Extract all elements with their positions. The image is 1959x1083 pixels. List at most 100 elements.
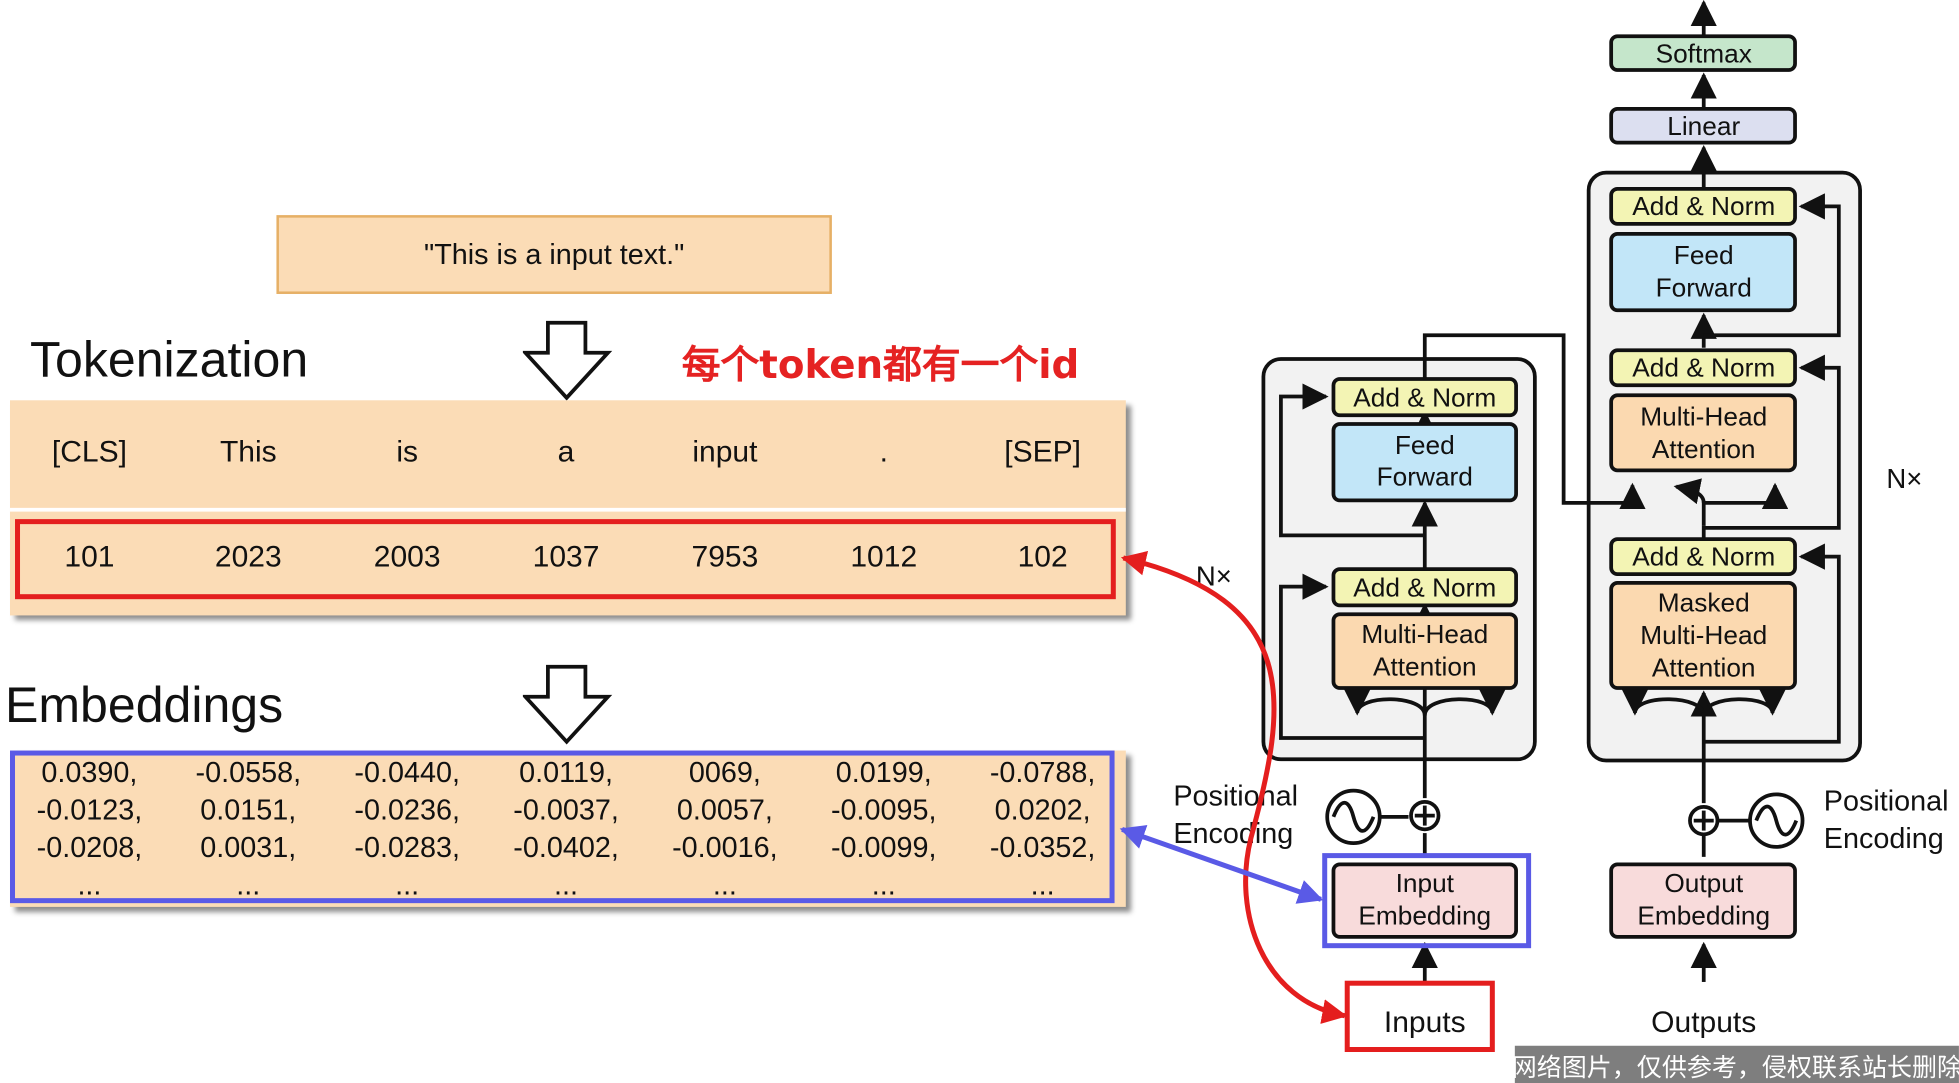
embedding-value: 0.0199, — [835, 755, 932, 789]
decoder-positional-encoding: Positional Encoding — [1688, 786, 1949, 855]
masked-label-line2: Multi-Head — [1640, 620, 1767, 650]
input-embedding-label-line1: Input — [1396, 868, 1455, 898]
embedding-value: -0.0037, — [513, 793, 619, 826]
decoder-add-norm-1: Add & Norm — [1609, 537, 1797, 577]
embedding-ellipsis: ... — [712, 868, 737, 901]
embedding-value: -0.0352, — [989, 830, 1096, 864]
token-cell: is — [396, 435, 419, 470]
output-embedding-label-line2: Embedding — [1637, 900, 1770, 930]
decoder-multi-head-attention: Multi-Head Attention — [1609, 393, 1797, 473]
input-text-box: "This is a input text." — [276, 215, 832, 294]
add-norm-label: Add & Norm — [1353, 383, 1496, 413]
multi-head-label-line2: Attention — [1373, 651, 1477, 681]
embedding-value: -0.0402, — [513, 830, 619, 864]
encoder-add-norm-bottom: Add & Norm — [1331, 567, 1518, 608]
embedding-value: 0.0057, — [676, 793, 773, 826]
embedding-ellipsis: ... — [1030, 868, 1055, 901]
token-id-cell: 1012 — [850, 540, 918, 575]
encoder-add-norm-top: Add & Norm — [1331, 377, 1518, 418]
embedding-value: 0.0390, — [41, 755, 138, 789]
masked-label-line3: Attention — [1652, 653, 1756, 683]
embedding-column: 0.0119, -0.0037, -0.0402, ... — [487, 753, 646, 903]
token-cell: [SEP] — [1004, 435, 1081, 470]
masked-label-line1: Masked — [1658, 588, 1750, 618]
encoder-multi-head-attention: Multi-Head Attention — [1331, 612, 1518, 690]
token-cell: This — [219, 435, 277, 470]
embedding-value: -0.0558, — [195, 755, 302, 789]
encoder-feed-forward: Feed Forward — [1331, 422, 1518, 503]
inputs-highlight — [1344, 980, 1495, 1053]
embedding-ellipsis: ... — [554, 868, 579, 901]
token-cell: a — [557, 435, 575, 470]
embedding-value: -0.0016, — [672, 830, 778, 864]
linear-box: Linear — [1609, 106, 1797, 145]
output-embedding-box: Output Embedding — [1609, 862, 1797, 939]
panel-divider — [10, 507, 1126, 512]
embedding-column: -0.0788, 0.0202, -0.0352, ... — [963, 753, 1122, 903]
token-id-cell: 101 — [64, 540, 115, 575]
embeddings-heading: Embeddings — [5, 677, 284, 734]
feed-forward-label-line2: Forward — [1656, 272, 1752, 302]
embedding-value: 0.0151, — [200, 793, 297, 826]
linear-label: Linear — [1667, 111, 1740, 141]
feed-forward-label-line2: Forward — [1377, 461, 1473, 491]
token-id-cell: 1037 — [532, 540, 600, 575]
embedding-value: 0069, — [688, 755, 761, 789]
add-norm-label: Add & Norm — [1353, 573, 1496, 603]
embedding-value: -0.0283, — [354, 830, 460, 864]
decoder-feed-forward: Feed Forward — [1609, 232, 1797, 313]
decoder-nx-label: N× — [1886, 463, 1922, 494]
embedding-value: 0.0202, — [994, 793, 1091, 826]
positional-encoding-label-line2: Encoding — [1824, 823, 1944, 855]
token-id-cell: 7953 — [691, 540, 759, 575]
decoder-add-norm-2: Add & Norm — [1609, 348, 1797, 388]
multi-head-label-line2: Attention — [1652, 434, 1756, 464]
token-id-highlight — [15, 519, 1116, 600]
add-norm-label: Add & Norm — [1632, 191, 1775, 221]
embedding-ellipsis: ... — [236, 868, 261, 901]
decoder-add-norm-3: Add & Norm — [1609, 187, 1797, 226]
add-norm-label: Add & Norm — [1632, 353, 1775, 383]
token-id-cell: 102 — [1017, 540, 1068, 575]
multi-head-label-line1: Multi-Head — [1640, 401, 1767, 431]
embedding-panel: 0.0390, -0.0123, -0.0208, ... -0.0558, 0… — [10, 750, 1126, 907]
feed-forward-label-line1: Feed — [1395, 430, 1455, 460]
decoder-masked-multi-head-attention: Masked Multi-Head Attention — [1609, 581, 1797, 690]
embedding-value: -0.0123, — [36, 793, 143, 826]
token-row: [CLS] This is a input . [SEP] — [10, 435, 1126, 470]
embedding-value: 0.0119, — [519, 755, 613, 789]
token-id-row: 101 2023 2003 1037 7953 1012 102 — [10, 540, 1126, 575]
input-text: "This is a input text." — [423, 237, 685, 271]
embedding-value: -0.0788, — [989, 755, 1096, 789]
token-panel: [CLS] This is a input . [SEP] 101 2023 2… — [10, 400, 1126, 616]
embedding-column: -0.0558, 0.0151, 0.0031, ... — [169, 753, 328, 903]
add-norm-label: Add & Norm — [1632, 541, 1775, 571]
embedding-highlight — [10, 750, 1115, 904]
token-cell: input — [692, 435, 758, 470]
positional-encoding-label-line2: Encoding — [1173, 818, 1293, 850]
embedding-value: -0.0095, — [830, 793, 937, 826]
blue-link-arrow — [1119, 825, 1324, 904]
embedding-column: 0.0390, -0.0123, -0.0208, ... — [10, 753, 169, 903]
token-cell: . — [879, 435, 888, 470]
embedding-ellipsis: ... — [77, 868, 102, 901]
positional-encoding-label-line1: Positional — [1824, 786, 1949, 818]
inputs-label: Inputs — [1384, 1006, 1466, 1039]
embedding-value: -0.0099, — [830, 830, 937, 864]
input-embedding-box: Input Embedding — [1331, 862, 1518, 939]
token-id-note: 每个token都有一个id — [681, 342, 1080, 388]
token-cell: [CLS] — [51, 435, 127, 470]
embedding-ellipsis: ... — [395, 868, 420, 901]
down-arrow-icon — [522, 664, 613, 745]
softmax-box: Softmax — [1609, 34, 1797, 72]
down-arrow-icon — [522, 320, 613, 401]
feed-forward-label-line1: Feed — [1674, 240, 1734, 270]
embedding-value: -0.0208, — [36, 830, 143, 864]
red-link-arrow — [1120, 550, 1348, 1024]
embedding-column: -0.0440, -0.0236, -0.0283, ... — [328, 753, 487, 903]
output-embedding-label-line1: Output — [1664, 868, 1744, 898]
tokenization-heading: Tokenization — [30, 332, 309, 388]
embedding-value: -0.0236, — [354, 793, 460, 826]
multi-head-label-line1: Multi-Head — [1361, 619, 1488, 649]
